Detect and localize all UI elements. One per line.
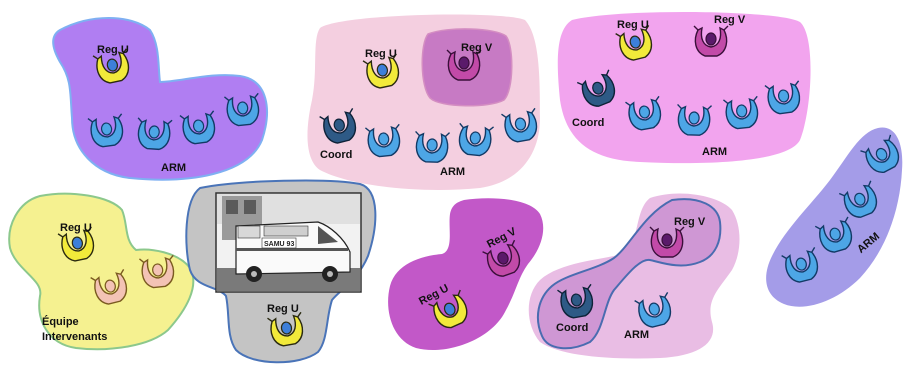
label-arm: ARM [161,162,186,174]
group-blob-purple [53,18,267,180]
label-coord: Coord [556,322,588,334]
vehicle-marking: SAMU 93 [264,241,294,248]
label-reg-v: Reg V [714,14,746,26]
group-blob-magenta [388,198,543,350]
ambulance-photo: SAMU 93 [216,193,361,292]
label-arm: ARM [624,329,649,341]
label-arm: ARM [702,146,727,158]
label-reg-v: Reg V [461,42,493,54]
label-reg-u: Reg U [365,48,397,60]
label-reg-u: Reg U [97,44,129,56]
label-coord: Coord [320,149,352,161]
label-reg-u: Reg U [267,303,299,315]
label-intervenants: Intervenants [42,331,107,343]
label-arm: ARM [440,166,465,178]
label-equipe: Équipe [42,315,79,328]
label-reg-u: Reg U [60,222,92,234]
label-reg-v: Reg V [674,216,706,228]
label-coord: Coord [572,117,604,129]
label-reg-u: Reg U [617,19,649,31]
